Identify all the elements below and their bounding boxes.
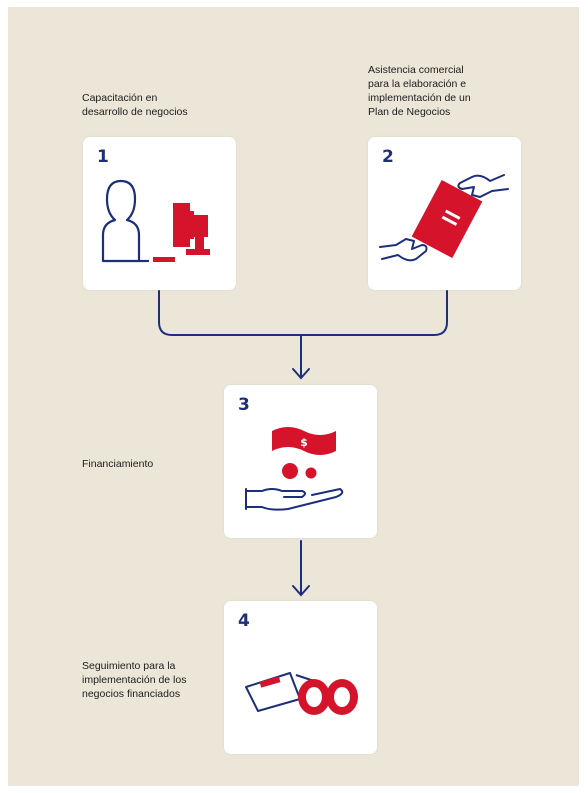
person-computer-icon (101, 179, 210, 263)
step-4-number: 4 (238, 611, 250, 631)
step-1-card: 1 (83, 137, 236, 290)
step-1-number: 1 (97, 147, 109, 167)
step-3-card: 3 $ (224, 385, 377, 538)
merge-connector (158, 290, 448, 336)
step-2-label: Asistencia comercial para la elaboración… (368, 64, 471, 118)
document-handover-icon (379, 174, 509, 262)
step-3-number: 3 (238, 395, 250, 415)
step-1-label: Capacitación en desarrollo de negocios (82, 92, 188, 118)
binoculars-icon (245, 672, 358, 715)
step-4-card: 4 (224, 601, 377, 754)
arrow-to-step-3-head (292, 368, 310, 380)
svg-text:$: $ (300, 436, 308, 449)
arrow-to-step-4-head (292, 585, 310, 597)
step-3-label: Financiamiento (82, 458, 154, 470)
step-4-label: Seguimiento para la implementación de lo… (82, 660, 187, 700)
money-hand-icon: $ (245, 427, 344, 511)
step-2-number: 2 (382, 147, 394, 167)
step-2-card: 2 (368, 137, 521, 290)
